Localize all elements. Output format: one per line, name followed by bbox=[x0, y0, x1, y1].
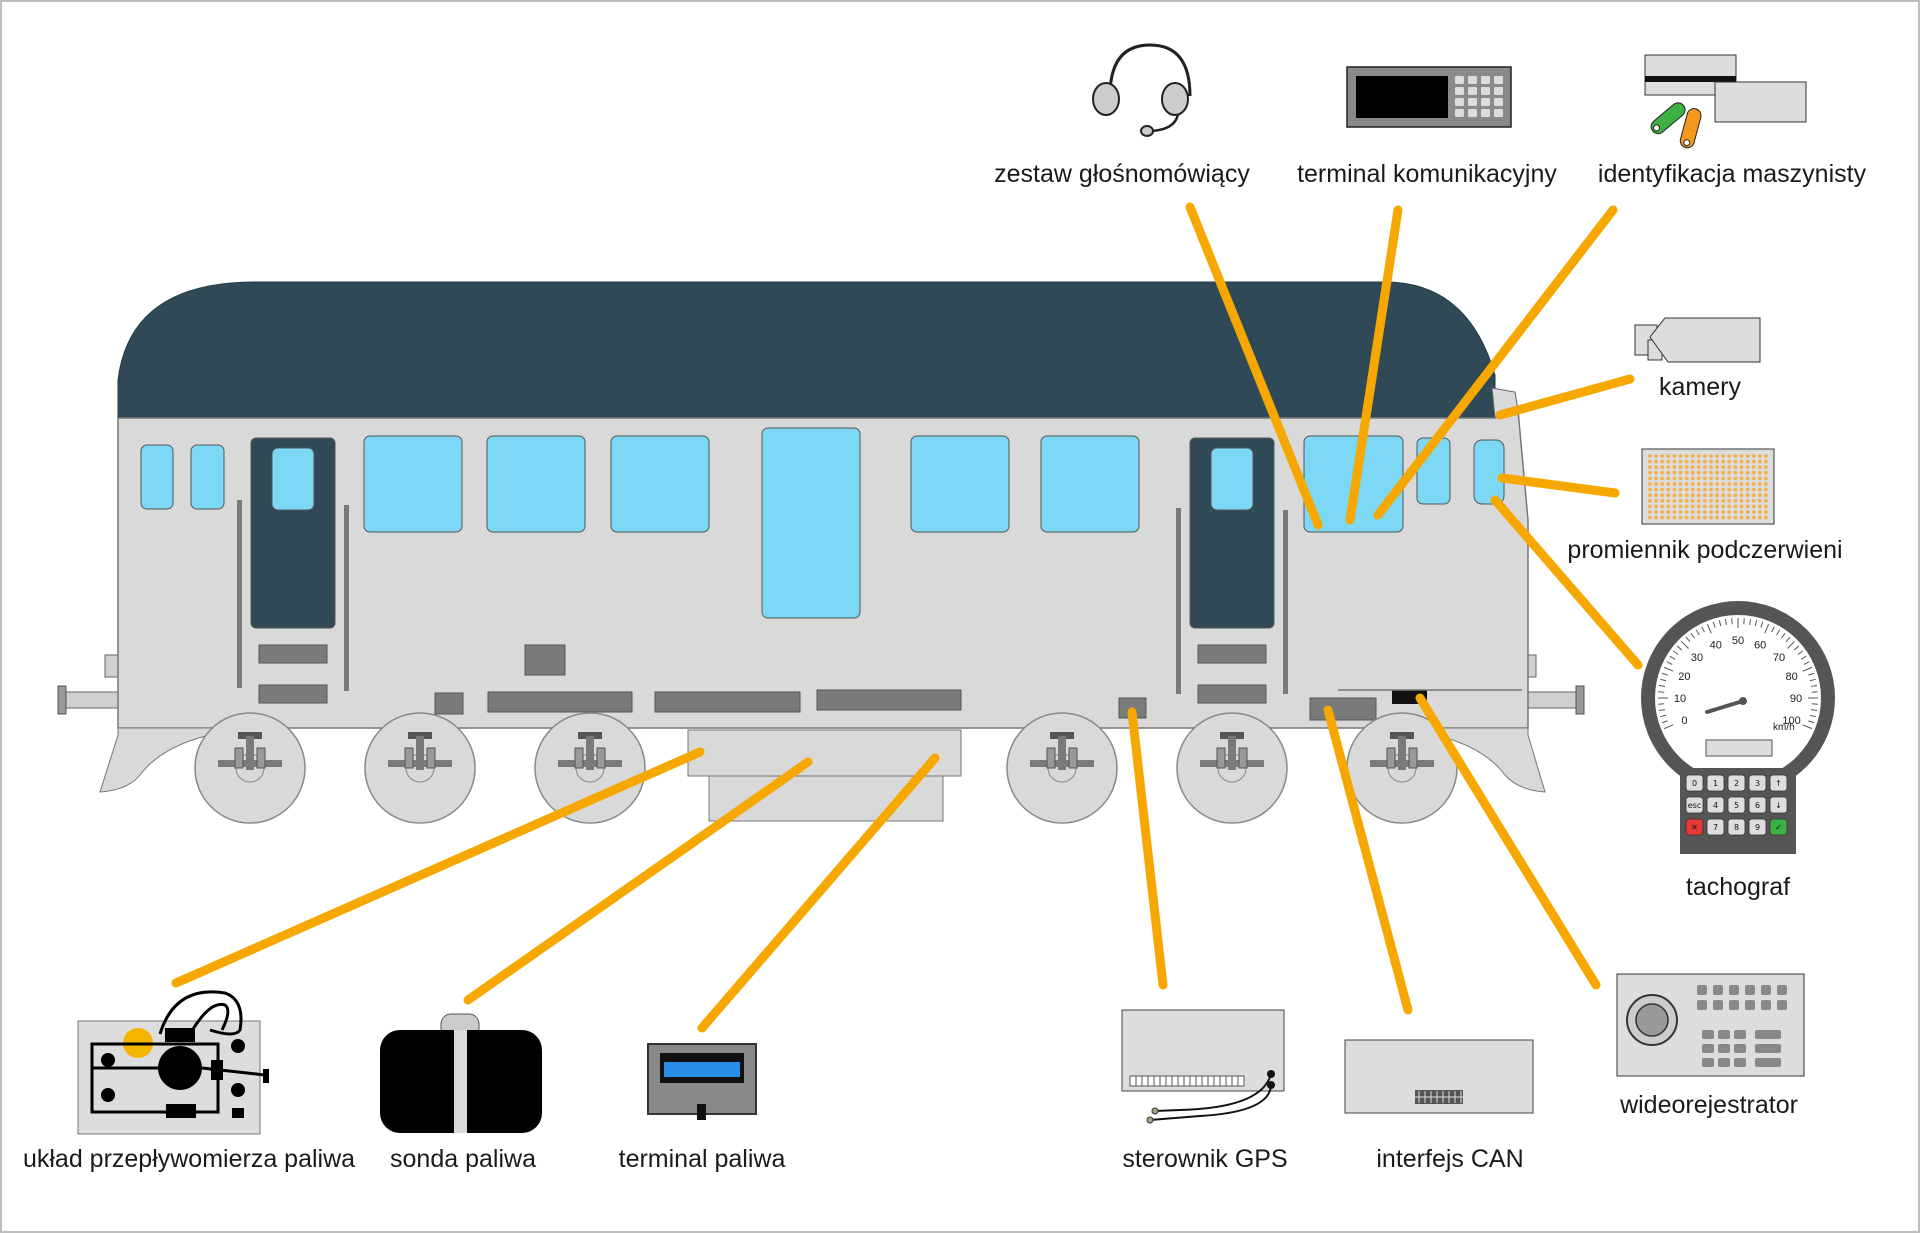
tacho-key bbox=[1685, 818, 1704, 836]
wheel bbox=[1176, 712, 1288, 824]
tacho-key-label: 7 bbox=[1713, 823, 1718, 832]
tacho-key bbox=[1748, 796, 1767, 814]
wheels bbox=[194, 712, 1458, 824]
video-recorder-icon bbox=[1616, 973, 1805, 1077]
tacho-key-label: 0 bbox=[1692, 779, 1697, 788]
railcar bbox=[57, 281, 1585, 824]
tacho-key-label: 8 bbox=[1734, 823, 1739, 832]
tacho-tick-label: 30 bbox=[1691, 652, 1703, 664]
wheel bbox=[364, 712, 476, 824]
label-fuel-terminal: terminal paliwa bbox=[619, 1145, 786, 1173]
leader-lines bbox=[171, 202, 1643, 1033]
label-flowmeter: układ przepływomierza paliwa bbox=[23, 1145, 355, 1173]
tacho-tick-label: 70 bbox=[1773, 652, 1785, 664]
roof bbox=[117, 281, 1496, 419]
line-tachograph bbox=[1490, 495, 1643, 670]
left-door bbox=[237, 437, 349, 704]
driver-id-icon bbox=[1644, 54, 1807, 149]
gps-controller-icon bbox=[1121, 1009, 1285, 1124]
line-driver-id bbox=[1373, 205, 1618, 520]
tacho-key bbox=[1706, 818, 1725, 836]
line-can-interface bbox=[1323, 705, 1413, 1015]
line-headset bbox=[1185, 202, 1323, 530]
tacho-tick-label: 50 bbox=[1732, 635, 1744, 647]
wheel bbox=[1346, 712, 1458, 824]
tacho-key-label: ✓ bbox=[1775, 823, 1782, 832]
tacho-key-label: 4 bbox=[1713, 801, 1718, 810]
comm-terminal-icon bbox=[1346, 66, 1512, 128]
label-comm-terminal: terminal komunikacyjny bbox=[1297, 160, 1557, 188]
tacho-key-label: 3 bbox=[1755, 779, 1760, 788]
tacho-unit: km/h bbox=[1773, 722, 1795, 733]
windows bbox=[140, 427, 1505, 619]
line-gps bbox=[1127, 707, 1168, 990]
right-door bbox=[1176, 437, 1288, 704]
tacho-key-label: 6 bbox=[1755, 801, 1760, 810]
tacho-key-label: 9 bbox=[1755, 823, 1760, 832]
label-can-interface: interfejs CAN bbox=[1376, 1145, 1523, 1173]
tacho-key bbox=[1769, 796, 1788, 814]
line-fuel-probe bbox=[463, 757, 813, 1005]
wheel bbox=[534, 712, 646, 824]
label-tachograph: tachograf bbox=[1686, 873, 1790, 901]
fuel-terminal-icon bbox=[647, 1043, 757, 1120]
camera-icon bbox=[1634, 317, 1761, 363]
line-comm-terminal bbox=[1345, 205, 1403, 525]
tacho-key-label: esc bbox=[1688, 801, 1702, 810]
wheel bbox=[1006, 712, 1118, 824]
line-flowmeter bbox=[171, 747, 705, 988]
tacho-key bbox=[1748, 818, 1767, 836]
label-gps-controller: sterownik GPS bbox=[1122, 1145, 1287, 1173]
tacho-key-label: ↑ bbox=[1775, 779, 1782, 788]
tacho-tick-label: 40 bbox=[1710, 639, 1722, 651]
wheel bbox=[194, 712, 306, 824]
tacho-tick-label: 0 bbox=[1681, 715, 1687, 727]
tacho-tick-label: 60 bbox=[1754, 639, 1766, 651]
tacho-key-label: 5 bbox=[1734, 801, 1739, 810]
tacho-key-label: ✕ bbox=[1691, 823, 1698, 832]
line-video-recorder bbox=[1415, 693, 1601, 990]
tacho-key bbox=[1727, 774, 1746, 792]
tacho-key bbox=[1769, 818, 1788, 836]
headset-icon bbox=[1092, 43, 1192, 137]
flowmeter-icon bbox=[77, 990, 269, 1135]
can-interface-icon bbox=[1344, 1039, 1534, 1114]
tacho-key bbox=[1706, 774, 1725, 792]
tacho-key bbox=[1685, 796, 1704, 814]
fuel-probe-icon bbox=[380, 1013, 542, 1133]
label-driver-id: identyfikacja maszynisty bbox=[1598, 160, 1867, 188]
line-fuel-terminal bbox=[697, 753, 940, 1033]
label-cameras: kamery bbox=[1659, 373, 1741, 401]
tacho-key-label: 1 bbox=[1713, 779, 1718, 788]
label-headset: zestaw głośnomówiący bbox=[994, 160, 1250, 188]
tacho-key bbox=[1769, 774, 1788, 792]
tacho-tick-label: 100 bbox=[1782, 715, 1800, 727]
tacho-tick-label: 90 bbox=[1790, 693, 1802, 705]
tacho-tick-label: 80 bbox=[1785, 671, 1797, 683]
ir-emitter-icon bbox=[1641, 448, 1775, 525]
label-ir-emitter: promiennik podczerwieni bbox=[1567, 536, 1842, 564]
tacho-key bbox=[1748, 774, 1767, 792]
tacho-tick-label: 20 bbox=[1678, 671, 1690, 683]
line-cameras bbox=[1495, 374, 1635, 420]
tacho-key bbox=[1685, 774, 1704, 792]
tacho-key bbox=[1727, 818, 1746, 836]
tacho-key-label: ↓ bbox=[1775, 801, 1782, 810]
line-ir-emitter bbox=[1497, 473, 1620, 498]
tacho-tick-label: 10 bbox=[1674, 693, 1686, 705]
label-video-recorder: wideorejestrator bbox=[1619, 1091, 1798, 1119]
tacho-key bbox=[1727, 796, 1746, 814]
tacho-key bbox=[1706, 796, 1725, 814]
device-labels: zestaw głośnomówiący terminal komunikacy… bbox=[23, 160, 1867, 1173]
tacho-key-label: 2 bbox=[1734, 779, 1739, 788]
label-fuel-probe: sonda paliwa bbox=[390, 1145, 536, 1173]
